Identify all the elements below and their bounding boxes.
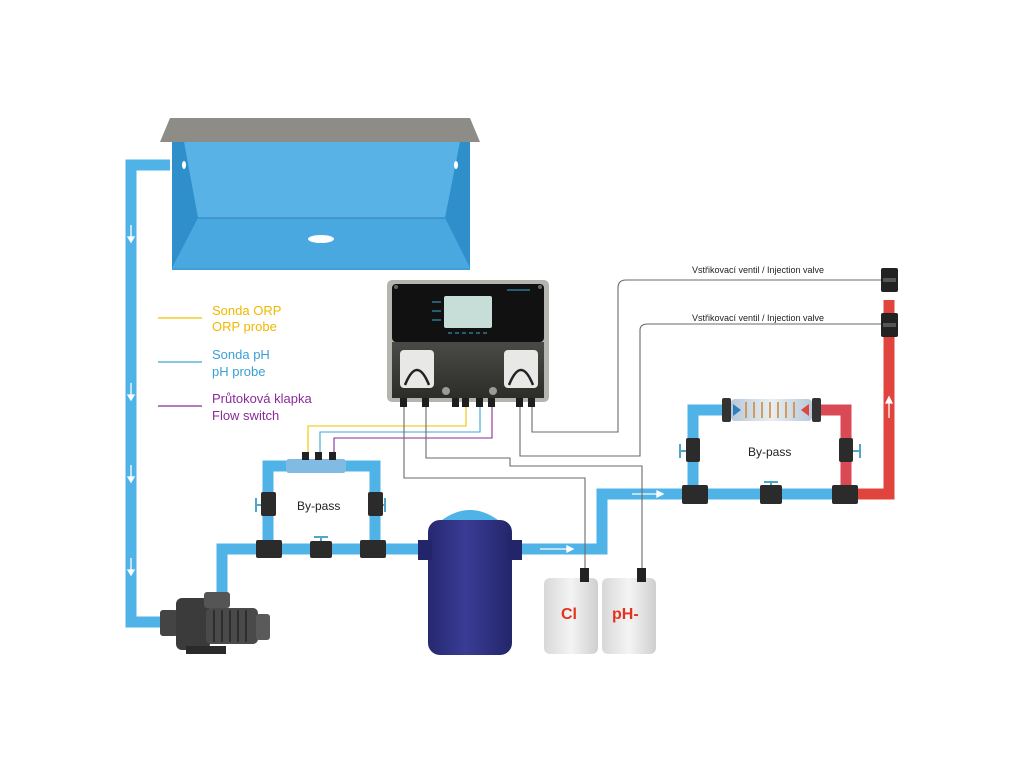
pipe-right-bypass-left [687,404,730,494]
controller-display [444,296,492,328]
cable-tank-cl [403,405,586,580]
arrow-down-icon [126,383,136,402]
legend-flow-label: Průtoková klapka [212,391,312,406]
pool [160,118,480,270]
arrow-left-icon [743,160,780,170]
cable-orp [307,405,467,455]
injection-valve [881,268,898,292]
bypass-left-label: By-pass [297,499,340,513]
injection-valve-label-1: Vstřikovací ventil / Injection valve [692,265,824,275]
pool-drain [308,235,334,243]
dosing-controller [387,280,549,407]
legend-orp-label-en: ORP probe [212,319,277,334]
arrow-down-icon [126,558,136,577]
cable-tank-ph [425,405,643,580]
tank-ph-label: pH- [612,606,639,623]
tank-cl-label: Cl [561,606,577,623]
pool-inlet-left [182,161,186,169]
injection-valve-label-2: Vstřikovací ventil / Injection valve [692,313,824,323]
legend: Sonda ORP ORP probe Sonda pH pH probe Pr… [158,303,312,423]
cable-flow [333,405,493,455]
cable-injection-1 [531,279,882,433]
pool-inlet-right [454,161,458,169]
legend-ph-label-en: pH probe [212,364,265,379]
pipe-right-hot [850,300,895,500]
bypass-valve-handle-right [679,444,861,488]
sand-filter [418,510,522,655]
chemical-tank-ph: pH- [602,568,656,654]
arrow-left-icon [563,160,600,170]
chemical-tank-cl: Cl [544,568,598,654]
cable-ph [319,405,481,455]
legend-orp-label: Sonda ORP [212,303,281,318]
arrow-down-icon [126,465,136,484]
legend-flow-label-en: Flow switch [212,408,279,423]
pipe-right-bypass-right [820,404,852,494]
arrow-up-icon [884,395,894,418]
legend-ph-label: Sonda pH [212,347,270,362]
circulation-pump [160,592,270,654]
cable-injection-2 [519,323,882,457]
flow-arrows [126,160,894,577]
arrow-down-icon [126,225,136,244]
arrow-right-icon [632,489,665,499]
heat-exchanger [722,398,821,422]
pipe-fittings-right [682,438,858,504]
injection-valve [881,313,898,337]
pipe-fittings-left [256,492,386,558]
arrow-right-icon [540,544,575,554]
bypass-right-label: By-pass [748,445,791,459]
probe-housing [286,452,346,473]
arrow-up-icon [884,213,894,235]
